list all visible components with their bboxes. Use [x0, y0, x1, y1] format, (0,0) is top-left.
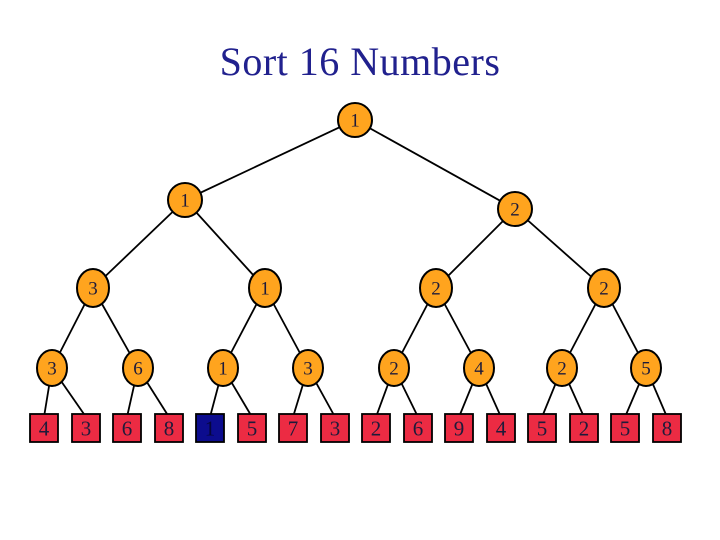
tree-node-value: 2: [510, 200, 520, 221]
leaf-square: [154, 413, 184, 443]
leaf-square: [112, 413, 142, 443]
tree-node-circle: [292, 349, 324, 387]
tree-node-value: 1: [350, 111, 360, 132]
tree-node-value: 1: [218, 359, 228, 380]
tree-node-circle: [207, 349, 239, 387]
leaf-value: 6: [122, 417, 133, 441]
tree-node-value: 1: [180, 191, 190, 212]
leaf-value: 9: [454, 417, 465, 441]
tree-node-circle: [497, 191, 533, 227]
leaf-square: [652, 413, 682, 443]
tree-node-value: 6: [133, 359, 143, 380]
leaf-value: 1: [205, 417, 216, 441]
tree-node-circle: [630, 349, 662, 387]
tree-node-circle: [36, 349, 68, 387]
leaf-square: [527, 413, 557, 443]
tree-node-circle: [248, 268, 282, 308]
tree-node-value: 2: [557, 359, 567, 380]
tree-node-circle: [167, 182, 203, 218]
leaf-square: [278, 413, 308, 443]
leaf-value: 3: [330, 417, 341, 441]
tree-node-value: 3: [88, 279, 98, 300]
leaf-value: 4: [496, 417, 507, 441]
tree-node-circle: [463, 349, 495, 387]
tree-node-value: 3: [303, 359, 313, 380]
leaf-square: [237, 413, 267, 443]
tree-edge: [184, 119, 356, 201]
slide-title: Sort 16 Numbers: [219, 39, 501, 84]
leaf-square: [569, 413, 599, 443]
tree-node-circle: [337, 102, 373, 138]
leaf-value: 5: [247, 417, 258, 441]
leaf-value: 8: [164, 417, 175, 441]
tree-edge: [435, 208, 516, 289]
tree-edge: [184, 199, 266, 289]
leaf-square: [486, 413, 516, 443]
leaf-value: 8: [662, 417, 673, 441]
leaf-square: [29, 413, 59, 443]
leaf-square: [610, 413, 640, 443]
leaf-square: [71, 413, 101, 443]
leaf-value: 2: [371, 417, 382, 441]
leaf-value: 2: [579, 417, 590, 441]
tree-node-circle: [587, 268, 621, 308]
tree-node-value: 4: [474, 359, 484, 380]
tree-node-circle: [122, 349, 154, 387]
tree-node-value: 2: [431, 279, 441, 300]
leaf-square: [444, 413, 474, 443]
tree-edge: [92, 199, 186, 289]
leaf-value: 4: [39, 417, 50, 441]
tree-node-value: 3: [47, 359, 57, 380]
tree-node-circle: [378, 349, 410, 387]
leaf-value: 6: [413, 417, 424, 441]
leaf-value: 7: [288, 417, 299, 441]
tree-node-circle: [419, 268, 453, 308]
tree-edge: [514, 208, 605, 289]
leaf-square: [361, 413, 391, 443]
leaf-value: 5: [537, 417, 548, 441]
tree-edge: [354, 119, 516, 210]
leaf-value: 3: [81, 417, 92, 441]
tree-node-circle: [76, 268, 110, 308]
tree-node-value: 2: [389, 359, 399, 380]
leaf-value: 5: [620, 417, 631, 441]
leaf-square-highlighted: [195, 413, 225, 443]
leaf-square: [403, 413, 433, 443]
tree-node-value: 1: [260, 279, 270, 300]
tree-node-circle: [546, 349, 578, 387]
tree-node-value: 5: [641, 359, 651, 380]
tree-node-value: 2: [599, 279, 609, 300]
leaf-square: [320, 413, 350, 443]
